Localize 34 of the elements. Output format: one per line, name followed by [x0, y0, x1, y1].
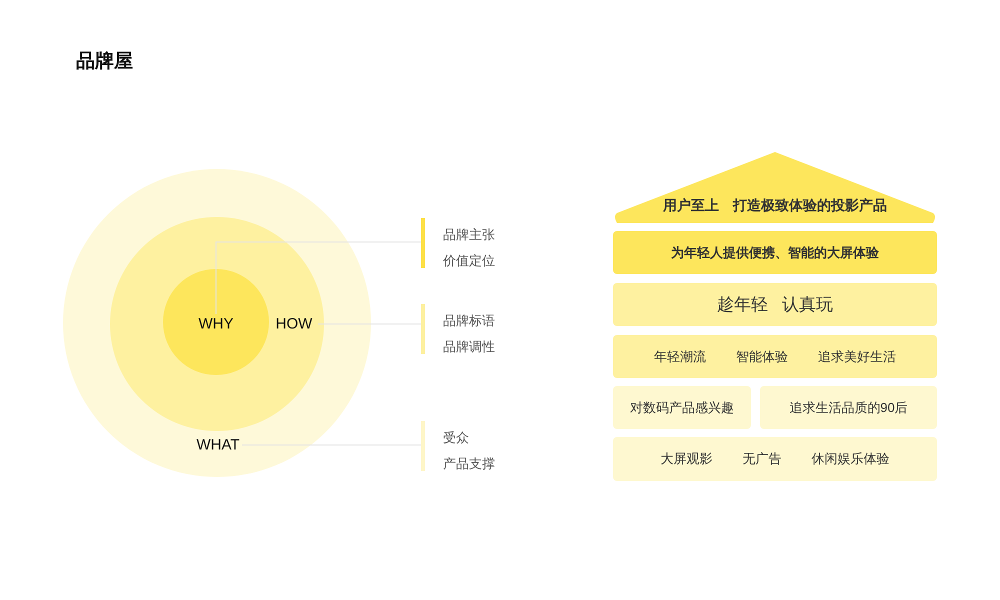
ring-label: HOW [276, 316, 312, 332]
row-text: 追求生活品质的90后 [789, 398, 908, 416]
row-text: 趁年轻 [717, 294, 768, 316]
circle [63, 169, 371, 477]
row-text: 追求美好生活 [818, 348, 896, 366]
house-row [613, 386, 751, 429]
row-text: 大屏观影 [660, 450, 712, 468]
house-row [613, 231, 937, 274]
tag-text: 品牌主张 [443, 226, 495, 244]
page-title: 品牌屋 [76, 50, 133, 74]
house-row [613, 335, 937, 378]
row-text: 打造极致体验的投影产品 [733, 197, 887, 215]
house-row [613, 283, 937, 326]
house-row [613, 437, 937, 481]
row-text: 为年轻人提供便携、智能的大屏体验 [671, 244, 879, 262]
row-text: 无广告 [742, 450, 782, 468]
row-text: 用户至上 [663, 197, 719, 215]
ring-label: WHAT [196, 436, 240, 454]
tag-text: 受众 [443, 429, 469, 447]
row-text: 年轻潮流 [654, 348, 706, 366]
row-text: 智能体验 [736, 348, 788, 366]
tag-text: 品牌调性 [443, 338, 495, 356]
ring-label: WHY [198, 316, 234, 332]
roof-shape [613, 152, 937, 223]
row-text: 休闲娱乐体验 [812, 450, 890, 468]
circle [163, 269, 269, 375]
leader-line [216, 242, 422, 314]
row-text: 认真玩 [782, 294, 833, 316]
tag-text: 品牌标语 [443, 312, 495, 330]
tag-text: 产品支撑 [443, 455, 495, 473]
house-row [760, 386, 937, 429]
circle [110, 217, 324, 431]
tag-text: 价值定位 [443, 252, 495, 270]
row-text: 对数码产品感兴趣 [630, 398, 734, 416]
